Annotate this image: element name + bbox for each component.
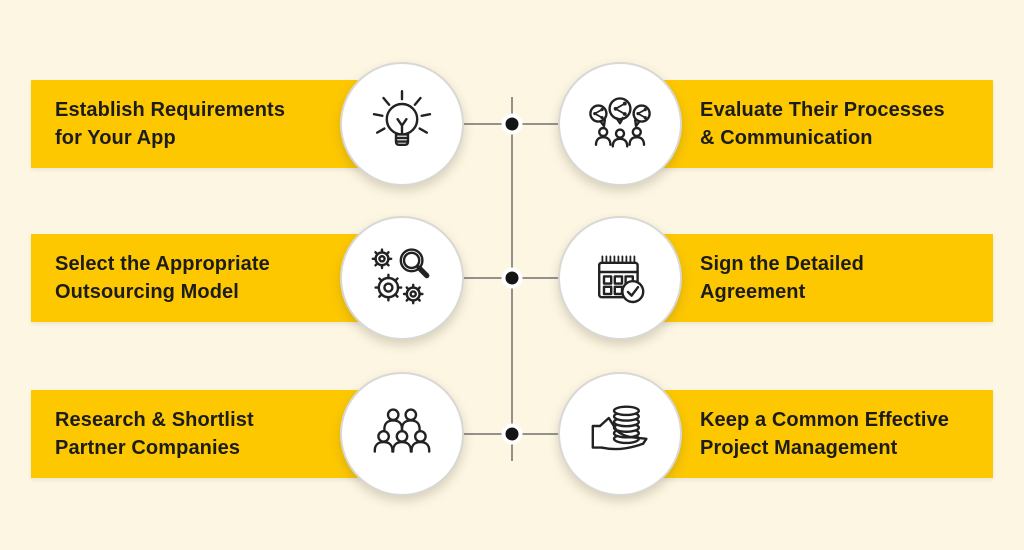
- step-label: Select the Appropriate Outsourcing Model: [55, 253, 270, 303]
- timeline-node: [501, 423, 523, 445]
- step-label: Evaluate Their Processes & Communication: [700, 99, 945, 149]
- icon-circle: [340, 372, 464, 496]
- calendar-check-icon: [598, 255, 645, 304]
- step-label: Sign the Detailed Agreement: [700, 253, 864, 303]
- timeline-node: [501, 267, 523, 289]
- hand-coins-icon: [591, 405, 648, 451]
- lightbulb-idea-icon: [372, 90, 432, 146]
- icon-circle: [340, 216, 464, 340]
- step-label: Research & Shortlist Partner Companies: [55, 409, 254, 459]
- timeline-node: [501, 113, 523, 135]
- step-label: Establish Requirements for Your App: [55, 99, 286, 149]
- icon-circle: [340, 62, 464, 186]
- icon-circle: [558, 62, 682, 186]
- people-share-bubbles-icon: [589, 97, 651, 148]
- gears-magnifier-icon: [371, 248, 430, 305]
- step-label: Keep a Common Effective Project Manageme…: [700, 409, 950, 459]
- team-group-icon: [373, 408, 431, 453]
- icon-circle: [558, 216, 682, 340]
- icon-circle: [558, 372, 682, 496]
